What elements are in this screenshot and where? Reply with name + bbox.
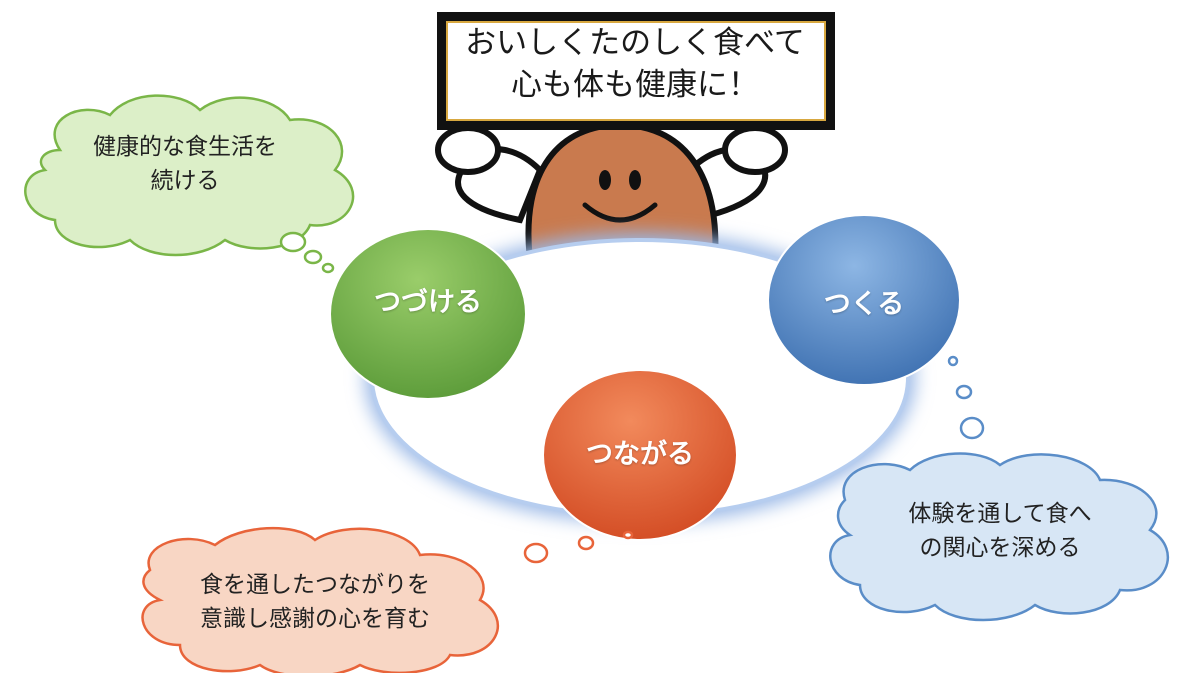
circle-tsukuru — [767, 214, 961, 386]
bubble-blue-line-2: の関心を深める — [919, 535, 1081, 561]
sign-line-1: おいしくたのしく食べて — [465, 25, 805, 61]
bubble-green-line-2: 続ける — [150, 168, 220, 194]
circle-tsuzukeru — [329, 228, 527, 400]
right-eye — [629, 170, 641, 190]
bubble-orange — [141, 526, 634, 673]
left-hand — [435, 125, 501, 175]
smile — [582, 202, 658, 223]
bubble-blue-line-1: 体験を通して食へ — [908, 501, 1092, 527]
label-tsunagaru: つながる — [586, 439, 694, 470]
bubble-orange-line-2: 意識し感謝の心を育む — [200, 606, 430, 632]
bubble-blue — [829, 355, 1170, 622]
label-tsuzukeru: つづける — [374, 287, 482, 318]
bubble-orange-text: 食を通したつながりを 意識し感謝の心を育む — [150, 568, 480, 636]
bubble-orange-line-1: 食を通したつながりを — [200, 572, 430, 598]
bubble-blue-text: 体験を通して食へ の関心を深める — [840, 497, 1160, 565]
sign-board — [437, 12, 835, 130]
left-eye — [599, 170, 611, 190]
right-hand — [722, 125, 788, 175]
character-mascot — [435, 121, 788, 263]
sign-text: おいしくたのしく食べて 心も体も健康に！ — [445, 22, 825, 106]
bubble-green — [24, 94, 355, 274]
bubble-green-text: 健康的な食生活を 続ける — [40, 130, 330, 198]
sign-line-2: 心も体も健康に！ — [511, 67, 759, 103]
circle-tsunagaru — [542, 369, 738, 541]
label-tsukuru: つくる — [823, 289, 905, 320]
bubble-green-line-1: 健康的な食生活を — [93, 134, 277, 160]
